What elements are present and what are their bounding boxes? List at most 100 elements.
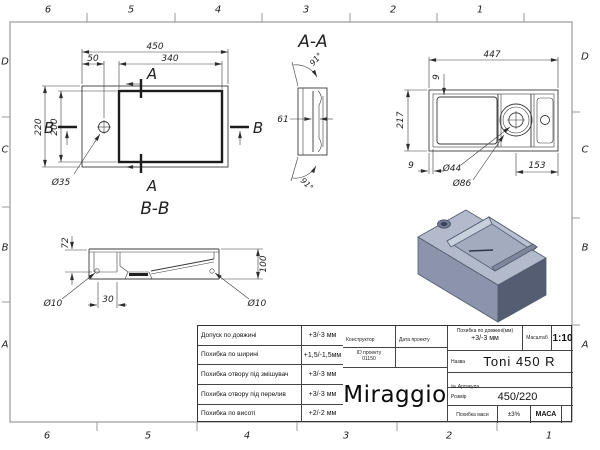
top-view-dim-200: 200 xyxy=(50,118,60,135)
zone-left-d: D xyxy=(1,56,9,68)
product-name: Toni 450 R xyxy=(483,354,556,369)
top-view: Ø35 450 50 340 220 200 A xyxy=(34,42,263,195)
top-view-dim-50: 50 xyxy=(87,54,99,64)
zone-right-a: A xyxy=(581,339,589,351)
mass-label-cell: МАСА xyxy=(531,406,562,423)
constructor-label: Конструктор xyxy=(346,337,375,343)
zone-top-3: 3 xyxy=(302,4,310,16)
scale-label: Масштаб xyxy=(526,335,548,341)
empty-cell xyxy=(562,406,573,423)
iso-basin-far-wall xyxy=(488,215,538,252)
scale-value: 1:10 xyxy=(552,332,573,344)
zone-right-d: D xyxy=(581,51,589,63)
section-aa: A-A 61 91° 91° xyxy=(277,32,333,192)
mass-label: МАСА xyxy=(535,411,557,418)
name-label: Назва xyxy=(451,359,466,365)
iso-drain-slot xyxy=(468,249,494,252)
zone-bottom-3: 3 xyxy=(342,430,350,442)
logo-cell: Miraggio xyxy=(343,368,448,422)
tolerance-value: +3/-3 мм xyxy=(308,332,337,339)
sheet-frame xyxy=(2,13,580,431)
bottom-view-dia-86: Ø86 xyxy=(452,178,472,189)
zone-bottom-5: 5 xyxy=(144,430,152,442)
mass-tolerance-label: Похибка маси xyxy=(456,411,489,418)
zone-top-2: 2 xyxy=(389,4,397,16)
zone-right-c: C xyxy=(581,144,589,156)
tolerance-value: +3/-3 мм xyxy=(308,371,337,378)
cut-label-a-bottom: A xyxy=(146,177,157,195)
section-aa-angle-top: 91° xyxy=(308,51,324,68)
zone-left-c: C xyxy=(1,144,9,156)
scale-value-cell: 1:10 xyxy=(552,326,573,351)
bottom-view-dim-9-left: 9 xyxy=(408,161,414,171)
mass-tolerance-label-cell: Похибка маси xyxy=(448,406,498,423)
section-bb: B-B 72 100 xyxy=(43,199,269,309)
top-view-dim-220: 220 xyxy=(34,118,44,135)
length-tolerance-label: Похибка по довжині(мм) xyxy=(456,328,514,334)
iso-view xyxy=(417,209,547,323)
scale-label-cell: Масштаб xyxy=(523,326,552,351)
project-id-value: 01150 xyxy=(362,356,376,362)
overflow-hole xyxy=(540,115,550,125)
size-label: Розмір xyxy=(451,394,467,400)
project-date-cell: Дата проекту xyxy=(396,326,448,348)
top-view-dim-450: 450 xyxy=(146,42,163,52)
bottom-view-dim-447: 447 xyxy=(483,50,500,60)
project-id-cell: ID проекту 01150 xyxy=(343,348,396,368)
zone-top-4: 4 xyxy=(214,4,222,16)
zone-top-1: 1 xyxy=(476,4,484,16)
section-aa-angle-bottom: 91° xyxy=(299,176,315,192)
tolerance-row: Похибка по висоті +2/-2 мм xyxy=(198,405,343,422)
bottom-view-dia-44: Ø44 xyxy=(442,163,462,174)
section-bb-dia-10-left: Ø10 xyxy=(43,298,63,309)
cut-label-b-right: B xyxy=(253,119,263,137)
cut-label-b-left: B xyxy=(44,119,54,137)
mass-tolerance-value: ±3% xyxy=(508,411,520,418)
length-tolerance-value: +3/-3 мм xyxy=(471,335,499,342)
tolerance-value: +3/-3 мм xyxy=(308,391,337,398)
tolerance-label: Похибка отвору під змішувач xyxy=(198,365,302,384)
bottom-view: 447 217 9 9 153 Ø44 Ø86 xyxy=(396,50,559,189)
tolerance-label: Похибка по ширині xyxy=(198,346,302,364)
tolerance-label: Похибка отвору під перелив xyxy=(198,385,302,404)
title-block: Допуск по довжині +3/-3 мм Похибка по ши… xyxy=(197,325,573,423)
zone-left-a: A xyxy=(1,339,9,351)
mount-hole-left xyxy=(94,268,100,274)
section-bb-dim-30: 30 xyxy=(102,295,114,305)
bottom-view-dim-217: 217 xyxy=(396,111,406,128)
zone-top-6: 6 xyxy=(44,4,52,16)
mass-tolerance-value-cell: ±3% xyxy=(498,406,531,423)
tolerance-value: +1,5/-1,5мм xyxy=(303,351,342,359)
zone-bottom-4: 4 xyxy=(243,430,251,442)
section-bb-dim-72: 72 xyxy=(61,237,71,249)
bottom-view-dim-153: 153 xyxy=(528,161,545,171)
empty-cell xyxy=(396,348,448,368)
section-aa-title: A-A xyxy=(297,32,327,52)
section-aa-dim-61: 61 xyxy=(277,115,288,125)
section-bb-dia-10-right: Ø10 xyxy=(247,298,267,309)
tolerance-row: Похибка по ширині +1,5/-1,5мм xyxy=(198,346,343,365)
zone-right-b: B xyxy=(581,242,589,254)
zone-bottom-2: 2 xyxy=(445,430,453,442)
brand-logo: Miraggio xyxy=(343,382,447,408)
tolerance-value: +2/-2 мм xyxy=(308,410,337,417)
top-view-faucet-dia: Ø35 xyxy=(51,177,71,188)
drain-recess xyxy=(499,103,533,137)
tolerance-row: Допуск по довжині +3/-3 мм xyxy=(198,326,343,346)
tolerance-row: Похибка отвору під перелив +3/-3 мм xyxy=(198,385,343,405)
project-id-label: ID проекту xyxy=(356,350,382,356)
bottom-view-dim-9-top: 9 xyxy=(432,74,442,80)
cut-label-a-top: A xyxy=(146,65,157,83)
section-bb-title: B-B xyxy=(140,199,169,219)
section-bb-dim-100: 100 xyxy=(259,255,269,272)
article-label: № Артикула xyxy=(451,384,480,390)
tolerance-label: Похибка по висоті xyxy=(198,405,302,422)
zone-bottom-1: 1 xyxy=(545,430,553,442)
top-view-dim-340: 340 xyxy=(161,54,178,64)
article-cell: № Артикула xyxy=(448,373,573,390)
zone-top-5: 5 xyxy=(127,4,135,16)
iso-basin-near-wall xyxy=(491,243,538,272)
zone-left-b: B xyxy=(1,242,9,254)
